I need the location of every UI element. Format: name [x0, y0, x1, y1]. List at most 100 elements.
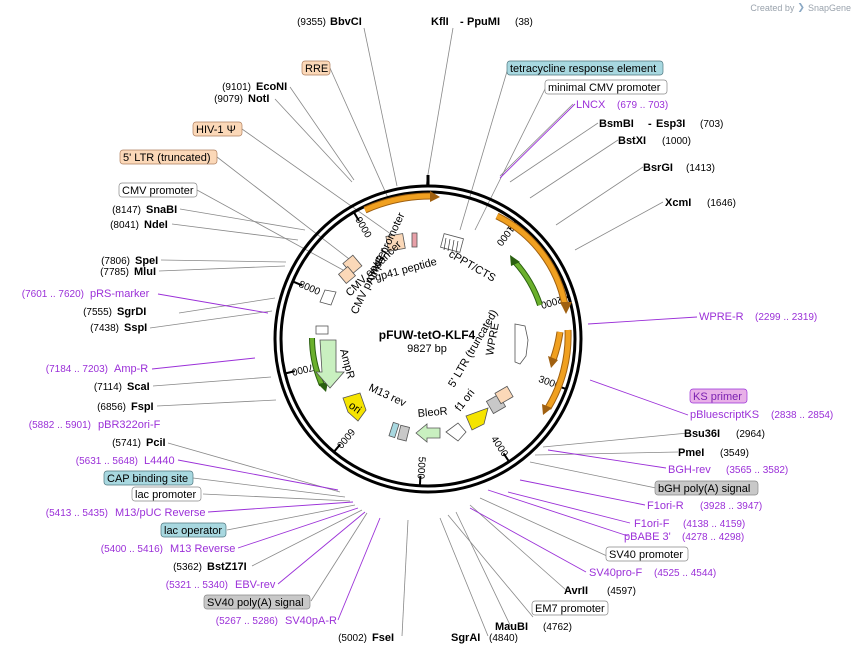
leader-line — [474, 86, 547, 231]
wprer-label: WPRE-R — [699, 311, 744, 323]
leader-line — [469, 504, 567, 591]
ndei-pos: (8041) — [110, 220, 139, 231]
cmv-enhancer-shape — [319, 289, 337, 306]
cmvp-label-box — [118, 182, 198, 198]
leader-line — [439, 517, 489, 637]
leader-line — [156, 399, 277, 407]
rre-label: RRE — [305, 63, 328, 75]
rre-box — [337, 265, 357, 285]
credit-brand: SnapGene — [807, 2, 851, 13]
esp3i-label: Esp3I — [656, 118, 685, 130]
ori-arrow — [342, 392, 367, 422]
tre-arrow-head — [430, 191, 440, 202]
leader-line — [152, 376, 272, 387]
leader-line — [459, 67, 509, 231]
spei-pos: (7806) — [101, 256, 130, 267]
maubi-label: MauBI — [495, 621, 528, 633]
mincmv-label-box — [544, 79, 668, 95]
primer-leader-line — [277, 511, 366, 585]
credit-text: Created by — [750, 2, 795, 13]
ebv-pos: (5321 .. 5340) — [166, 580, 228, 591]
primer-leader-line — [177, 459, 339, 491]
f1f-label: F1ori-F — [634, 518, 670, 530]
avrii-label: AvrII — [564, 585, 588, 597]
ltr3-box — [494, 385, 514, 405]
sv40f-pos: (4525 .. 4544) — [654, 568, 716, 579]
primer-leader-line — [547, 449, 667, 469]
avrii-pos: (4597) — [607, 586, 636, 597]
backbone-inner — [279, 190, 577, 488]
plasmid-name: pFUW-tetO-KLF4 — [379, 328, 476, 342]
inner-labels: WPRE 5' LTR (truncated) f1 ori BleoR M13… — [337, 211, 502, 420]
orange-arrows — [363, 191, 572, 415]
pblue-pos: (2838 .. 2854) — [771, 410, 833, 421]
bstz-label: BstZ17I — [207, 561, 247, 573]
f1r-label: F1ori-R — [647, 500, 684, 512]
ltr-label-box — [119, 149, 218, 165]
sv40p-label: SV40 promoter — [609, 549, 683, 561]
wpre-label: WPRE — [484, 322, 502, 357]
f1-ori-label: f1 ori — [453, 387, 478, 414]
primer-leader-lines — [151, 103, 698, 621]
tick-mark — [418, 475, 422, 486]
hiv-label: HIV-1 Ψ — [196, 124, 236, 136]
m13r-label: M13 Reverse — [170, 543, 235, 555]
sv40-pa-box — [396, 424, 411, 442]
klf4-arrow-head — [560, 302, 572, 314]
pmei-pos: (3549) — [720, 448, 749, 459]
scai-pos: (7114) — [94, 382, 122, 393]
pcii-label: PciI — [146, 437, 166, 449]
leader-line — [509, 122, 599, 183]
primer-leader-line — [589, 379, 689, 416]
primer-leader-line — [499, 103, 576, 179]
tick-label: 8000 — [297, 279, 322, 298]
cap-label-box — [103, 470, 194, 486]
fspi-label: FspI — [131, 401, 154, 413]
bleor-label: BleoR — [417, 405, 448, 420]
leader-line — [289, 86, 355, 181]
pbabe-label: pBABE 3' — [624, 531, 671, 543]
lncx-label: LNCX — [576, 99, 606, 111]
ks-label-box — [689, 388, 748, 404]
leader-lines — [149, 27, 689, 637]
bsrgi-label: BsrGI — [643, 162, 673, 174]
bsu36i-label: Bsu36I — [684, 428, 720, 440]
bgh-pos: (3565 .. 3582) — [726, 465, 788, 476]
pblue-label: pBluescriptKS — [690, 409, 759, 421]
leader-line — [171, 223, 299, 241]
sv40f-label: SV40pro-F — [589, 567, 642, 579]
m13puc-pos: (5413 .. 5435) — [46, 508, 108, 519]
tre-arrow — [363, 193, 433, 213]
ampr-arrow-head — [318, 382, 328, 392]
tick-mark — [284, 370, 296, 375]
green-arrows — [309, 255, 543, 392]
bgh-label: BGH-rev — [668, 464, 711, 476]
noti-pos: (9079) — [214, 94, 243, 105]
tick-label: 7000 — [290, 361, 315, 377]
bleor-arrow — [415, 423, 441, 443]
sspi-label: SspI — [124, 322, 147, 334]
tick-label: 5000 — [415, 456, 427, 479]
primer-leader-line — [237, 507, 359, 549]
l4440-pos: (5631 .. 5648) — [76, 456, 138, 467]
wprer-pos: (2299 .. 2319) — [755, 312, 817, 323]
lacp-label-box — [131, 486, 202, 502]
bghpa-label-box — [654, 480, 759, 496]
leader-line — [158, 265, 286, 272]
klf4-arrow — [495, 213, 568, 306]
kfli-sep: - — [460, 16, 464, 28]
f1r-pos: (3928 .. 3947) — [700, 501, 762, 512]
leader-line — [251, 509, 363, 567]
lacp-label: lac promoter — [135, 489, 196, 501]
bsmbi-sep: - — [648, 118, 652, 130]
leader-line — [216, 156, 354, 263]
fsei-label: FseI — [372, 632, 394, 644]
leader-line — [534, 451, 679, 456]
ltr-label: 5' LTR (truncated) — [123, 152, 210, 164]
ebv-label: EBV-rev — [235, 579, 276, 591]
sv40pa-label-box — [203, 594, 311, 610]
primer-leader-line — [469, 507, 587, 573]
leader-line — [542, 432, 689, 448]
leader-line — [310, 512, 368, 602]
econi-label: EcoNI — [256, 81, 287, 93]
